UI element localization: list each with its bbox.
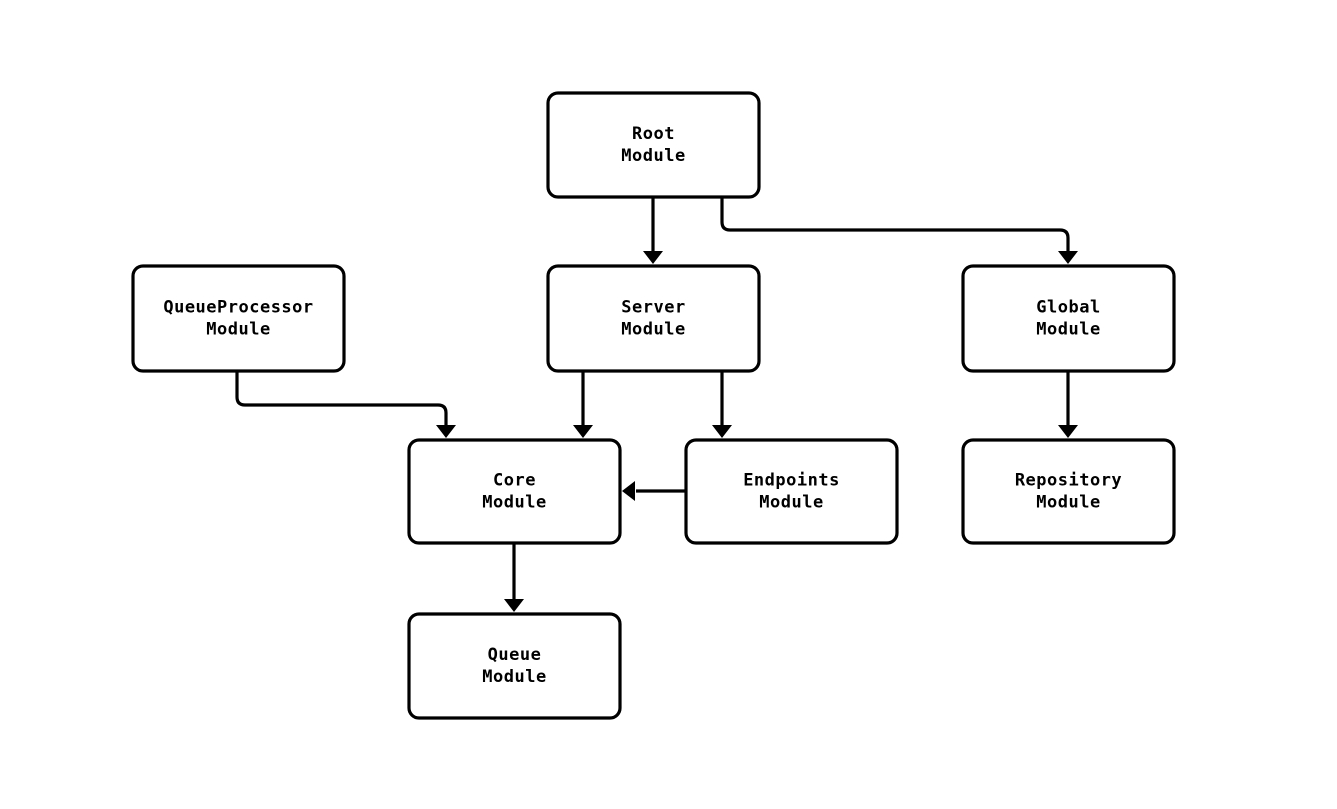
edges-layer <box>235 197 1078 612</box>
edge-server-to-endpoints <box>712 371 732 438</box>
edge-root-to-global-arrowhead-icon <box>1058 251 1078 264</box>
edge-endpoints-to-core <box>622 481 686 501</box>
endpoints-module-label-line1: Endpoints <box>743 471 840 491</box>
global-module-label-line1: Global <box>1036 298 1100 318</box>
nodes-layer: RootModuleQueueProcessorModuleServerModu… <box>131 91 1176 720</box>
queueprocessor-module-label-line1: QueueProcessor <box>163 298 313 318</box>
edge-root-to-server <box>643 197 663 264</box>
edge-global-to-repository <box>1058 371 1078 438</box>
edge-core-to-queue-arrowhead-icon <box>504 599 524 612</box>
queueprocessor-module-label-line2: Module <box>206 320 270 340</box>
endpoints-module-label-line2: Module <box>759 493 823 513</box>
repository-module-label-line2: Module <box>1036 493 1100 513</box>
edge-queueprocessor-to-core-line <box>235 371 448 426</box>
queue-module-label-line2: Module <box>482 667 546 687</box>
core-module-label-line1: Core <box>493 471 536 491</box>
edge-server-to-endpoints-arrowhead-icon <box>712 425 732 438</box>
endpoints-module-box[interactable] <box>684 438 899 545</box>
edge-root-to-global <box>720 197 1078 264</box>
server-module-label-line2: Module <box>621 320 685 340</box>
queueprocessor-module-box[interactable] <box>131 264 346 373</box>
root-module-label-line1: Root <box>632 124 675 144</box>
edge-queueprocessor-to-core <box>235 371 456 438</box>
server-module-box[interactable] <box>546 264 761 373</box>
root-module-label-line2: Module <box>621 146 685 166</box>
root-module-box[interactable] <box>546 91 761 199</box>
edge-server-to-core <box>573 371 593 438</box>
queue-module-label-line1: Queue <box>488 645 542 665</box>
global-module-label-line2: Module <box>1036 320 1100 340</box>
repository-module-label-line1: Repository <box>1015 471 1122 491</box>
edge-root-to-server-arrowhead-icon <box>643 251 663 264</box>
edge-global-to-repository-arrowhead-icon <box>1058 425 1078 438</box>
queue-module-box[interactable] <box>407 612 622 720</box>
global-module-box[interactable] <box>961 264 1176 373</box>
edge-queueprocessor-to-core-arrowhead-icon <box>436 425 456 438</box>
core-module-label-line2: Module <box>482 493 546 513</box>
edge-server-to-core-arrowhead-icon <box>573 425 593 438</box>
edge-endpoints-to-core-arrowhead-icon <box>622 481 635 501</box>
repository-module-box[interactable] <box>961 438 1176 545</box>
server-module-label-line1: Server <box>621 298 685 318</box>
core-module-box[interactable] <box>407 438 622 545</box>
edge-root-to-global-line <box>720 197 1070 252</box>
edge-core-to-queue <box>504 543 524 612</box>
